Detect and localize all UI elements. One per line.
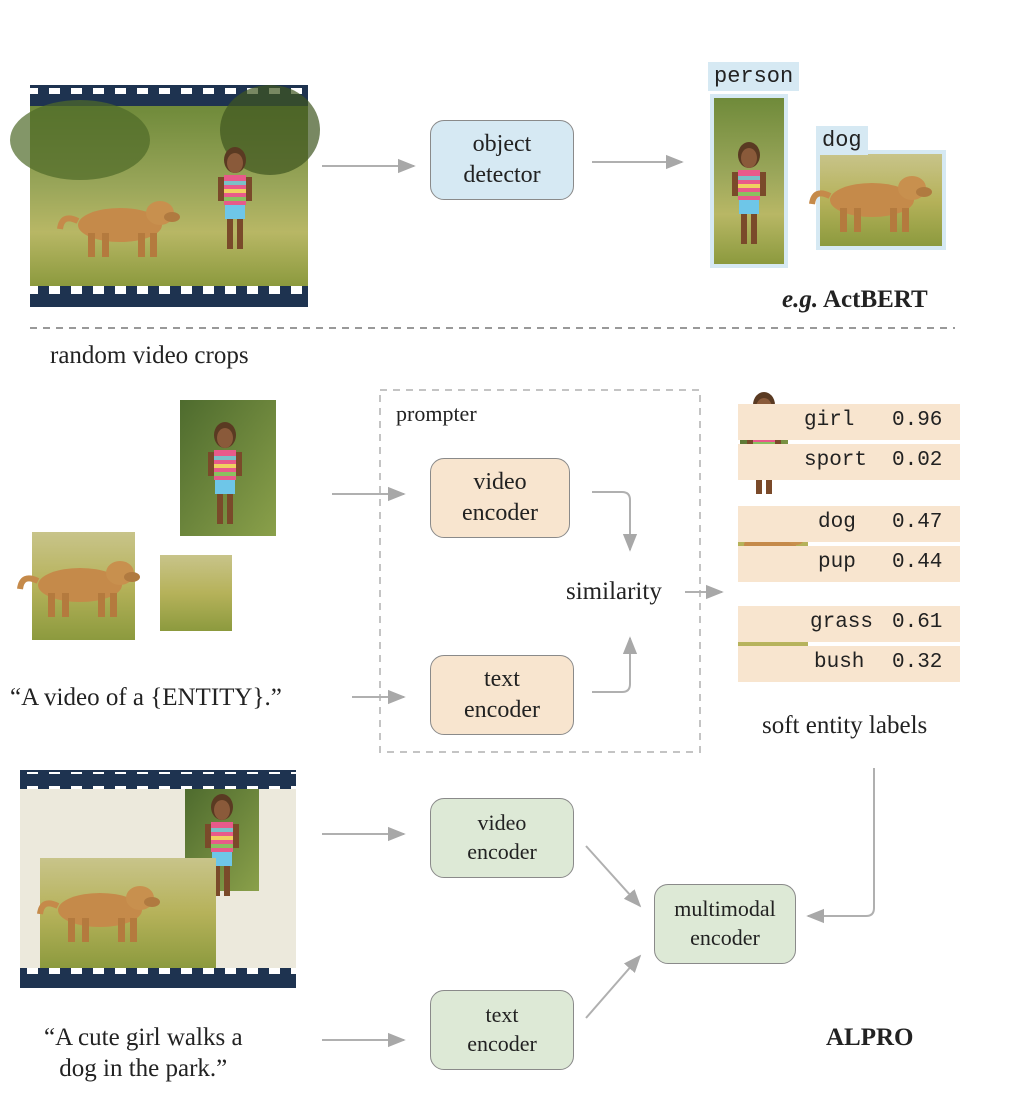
label-score: 0.02	[892, 449, 943, 472]
label-score: 0.32	[892, 651, 943, 674]
alpro-method-label: ALPRO	[826, 1024, 914, 1051]
person-crop	[710, 94, 788, 268]
label-word: bush	[814, 651, 865, 674]
multimodal-encoder: multimodal encoder	[654, 884, 796, 964]
tag-person: person	[708, 62, 800, 91]
label-score: 0.47	[892, 511, 943, 534]
label-word: grass	[810, 611, 874, 634]
method-prefix: e.g.	[782, 286, 819, 313]
object-detector-box: object detector	[430, 120, 574, 200]
label-word: pup	[818, 551, 856, 574]
label-row-girl: girl 0.96	[738, 404, 960, 440]
label-row-grass: grass 0.61	[738, 606, 960, 642]
label-word: girl	[804, 409, 855, 432]
prompter-video-encoder: video encoder	[430, 458, 570, 538]
crop-girl	[180, 400, 276, 536]
alpro-caption-text: “A cute girl walks a dog in the park.”	[44, 1024, 243, 1083]
label-score: 0.44	[892, 551, 943, 574]
soft-labels-caption: soft entity labels	[762, 712, 928, 739]
label-row-dog: dog 0.47	[738, 506, 960, 542]
method-name: ActBERT	[822, 286, 928, 313]
label-word: sport	[804, 449, 868, 472]
similarity-label: similarity	[566, 578, 662, 605]
label-row-pup: pup 0.44	[738, 546, 960, 582]
arrow-video-encoder-to-similarity	[592, 491, 638, 552]
prompt-template: “A video of a {ENTITY}.”	[10, 684, 282, 711]
label-score: 0.61	[892, 611, 943, 634]
label-row-bush: bush 0.32	[738, 646, 960, 682]
prompter-title: prompter	[396, 401, 477, 426]
top-method-label: e.g. ActBERT	[782, 286, 928, 314]
label-row-sport: sport 0.02	[738, 444, 960, 480]
top-film-strip	[10, 85, 320, 307]
arrow-labels-to-multimodal	[806, 768, 875, 924]
arrow-text-encoder-to-similarity	[592, 636, 638, 693]
prompter-frame	[379, 389, 701, 753]
dog-crop	[812, 150, 946, 250]
crops-caption: random video crops	[50, 342, 249, 369]
alpro-film-strip	[20, 770, 296, 988]
arrow-alpro-text-to-multimodal	[585, 954, 642, 1019]
alpro-text-encoder: text encoder	[430, 990, 574, 1070]
alpro-video-encoder: video encoder	[430, 798, 574, 878]
crop-dog	[20, 532, 140, 640]
tag-dog: dog	[816, 126, 868, 155]
crop-grass	[160, 555, 232, 631]
arrow-alpro-video-to-multimodal	[585, 845, 642, 908]
prompter-text-encoder: text encoder	[430, 655, 574, 735]
label-word: dog	[818, 511, 856, 534]
label-score: 0.96	[892, 409, 943, 432]
